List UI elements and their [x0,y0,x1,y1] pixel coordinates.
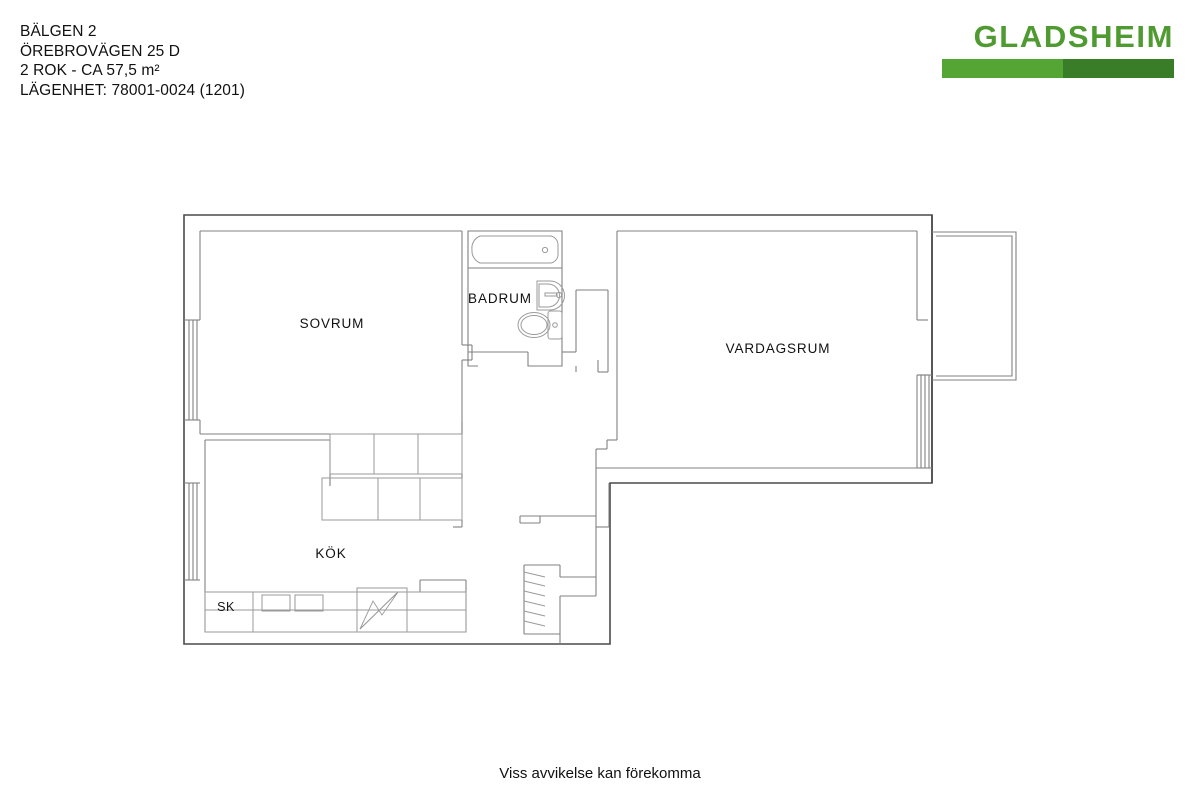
kitchen-cabinets-upper [329,433,463,475]
apartment-id: LÄGENHET: 78001-0024 (1201) [20,81,245,99]
kitchen-sink-basins [261,594,324,612]
closet-hanging-rail [523,571,546,627]
logo-wordmark: GLADSHEIM [973,19,1174,54]
stove-fixture [356,587,408,633]
window-kitchen-left [184,482,200,581]
balcony [932,231,1017,381]
room-label-kok: KÖK [315,546,346,561]
kitchen-cabinets-lower [321,477,463,521]
room-label-badrum: BADRUM [468,291,532,306]
washbasin-fixture [536,280,565,311]
room-label-sk: SK [217,600,235,614]
kitchen-cabinet-wall-edge [453,422,463,528]
window-bedroom-left [184,319,200,421]
property-header: BÄLGEN 2 ÖREBROVÄGEN 25 D 2 ROK - CA 57,… [20,22,245,100]
disclaimer-note: Viss avvikelse kan förekomma [499,765,701,782]
room-label-vardagsrum: VARDAGSRUM [726,341,831,356]
bathtub-fixture [467,230,563,269]
toilet-fixture [517,310,563,340]
balcony-door [917,374,932,469]
kitchen-counter [204,591,467,633]
apartment-size: 2 ROK - CA 57,5 m² [20,62,160,79]
logo-bar-right-segment [1062,59,1175,78]
room-label-sovrum: SOVRUM [300,316,365,331]
street-address: ÖREBROVÄGEN 25 D [20,42,181,60]
logo-bar [942,59,1175,78]
company-logo: GLADSHEIM [942,19,1175,78]
property-name: BÄLGEN 2 [20,23,97,40]
logo-bar-left-segment [942,59,1063,78]
outer-wall-outline [183,214,933,645]
